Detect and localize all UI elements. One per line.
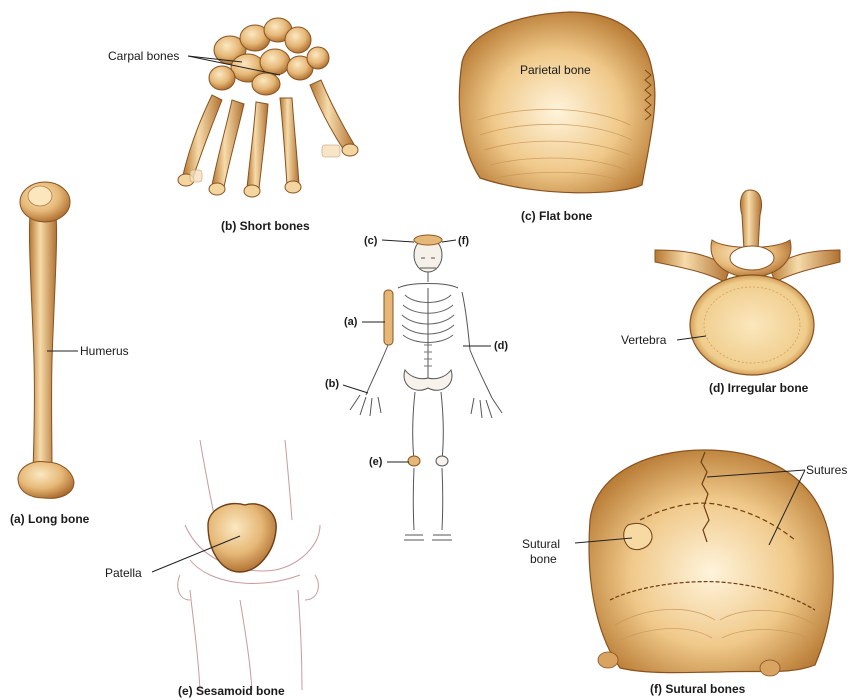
patella-shape <box>208 504 276 572</box>
skeleton-marker-a: (a) <box>344 316 357 328</box>
vertebra-illustration <box>655 190 840 375</box>
vertebra-label: Vertebra <box>621 333 666 347</box>
skeleton-marker-e: (e) <box>369 456 382 468</box>
skeleton-marker-c: (c) <box>364 235 377 247</box>
patella-label: Patella <box>105 566 142 580</box>
sutural-bone-label-line1: Sutural <box>522 537 560 551</box>
caption-irregular-bone: (d) Irregular bone <box>709 381 808 395</box>
caption-short-bones: (b) Short bones <box>221 219 310 233</box>
humerus-label: Humerus <box>80 344 129 358</box>
skeleton-marker-d: (d) <box>494 340 508 352</box>
hand-illustration <box>178 18 358 197</box>
skeleton-marker-b: (b) <box>325 378 339 390</box>
skull-illustration <box>589 450 833 676</box>
carpal-bones-label: Carpal bones <box>108 49 179 63</box>
caption-sutural-bones: (f) Sutural bones <box>650 682 745 696</box>
parietal-bone-label: Parietal bone <box>520 63 591 77</box>
caption-sesamoid-bone: (e) Sesamoid bone <box>178 684 285 698</box>
caption-long-bone: (a) Long bone <box>10 512 89 526</box>
sutural-bone-label-line2: bone <box>530 552 557 566</box>
humerus-illustration <box>18 182 74 498</box>
caption-flat-bone: (c) Flat bone <box>521 209 592 223</box>
skeleton-marker-f: (f) <box>458 235 469 247</box>
skeleton-illustration <box>350 235 502 540</box>
sutures-label: Sutures <box>806 463 847 477</box>
parietal-illustration <box>459 12 655 193</box>
